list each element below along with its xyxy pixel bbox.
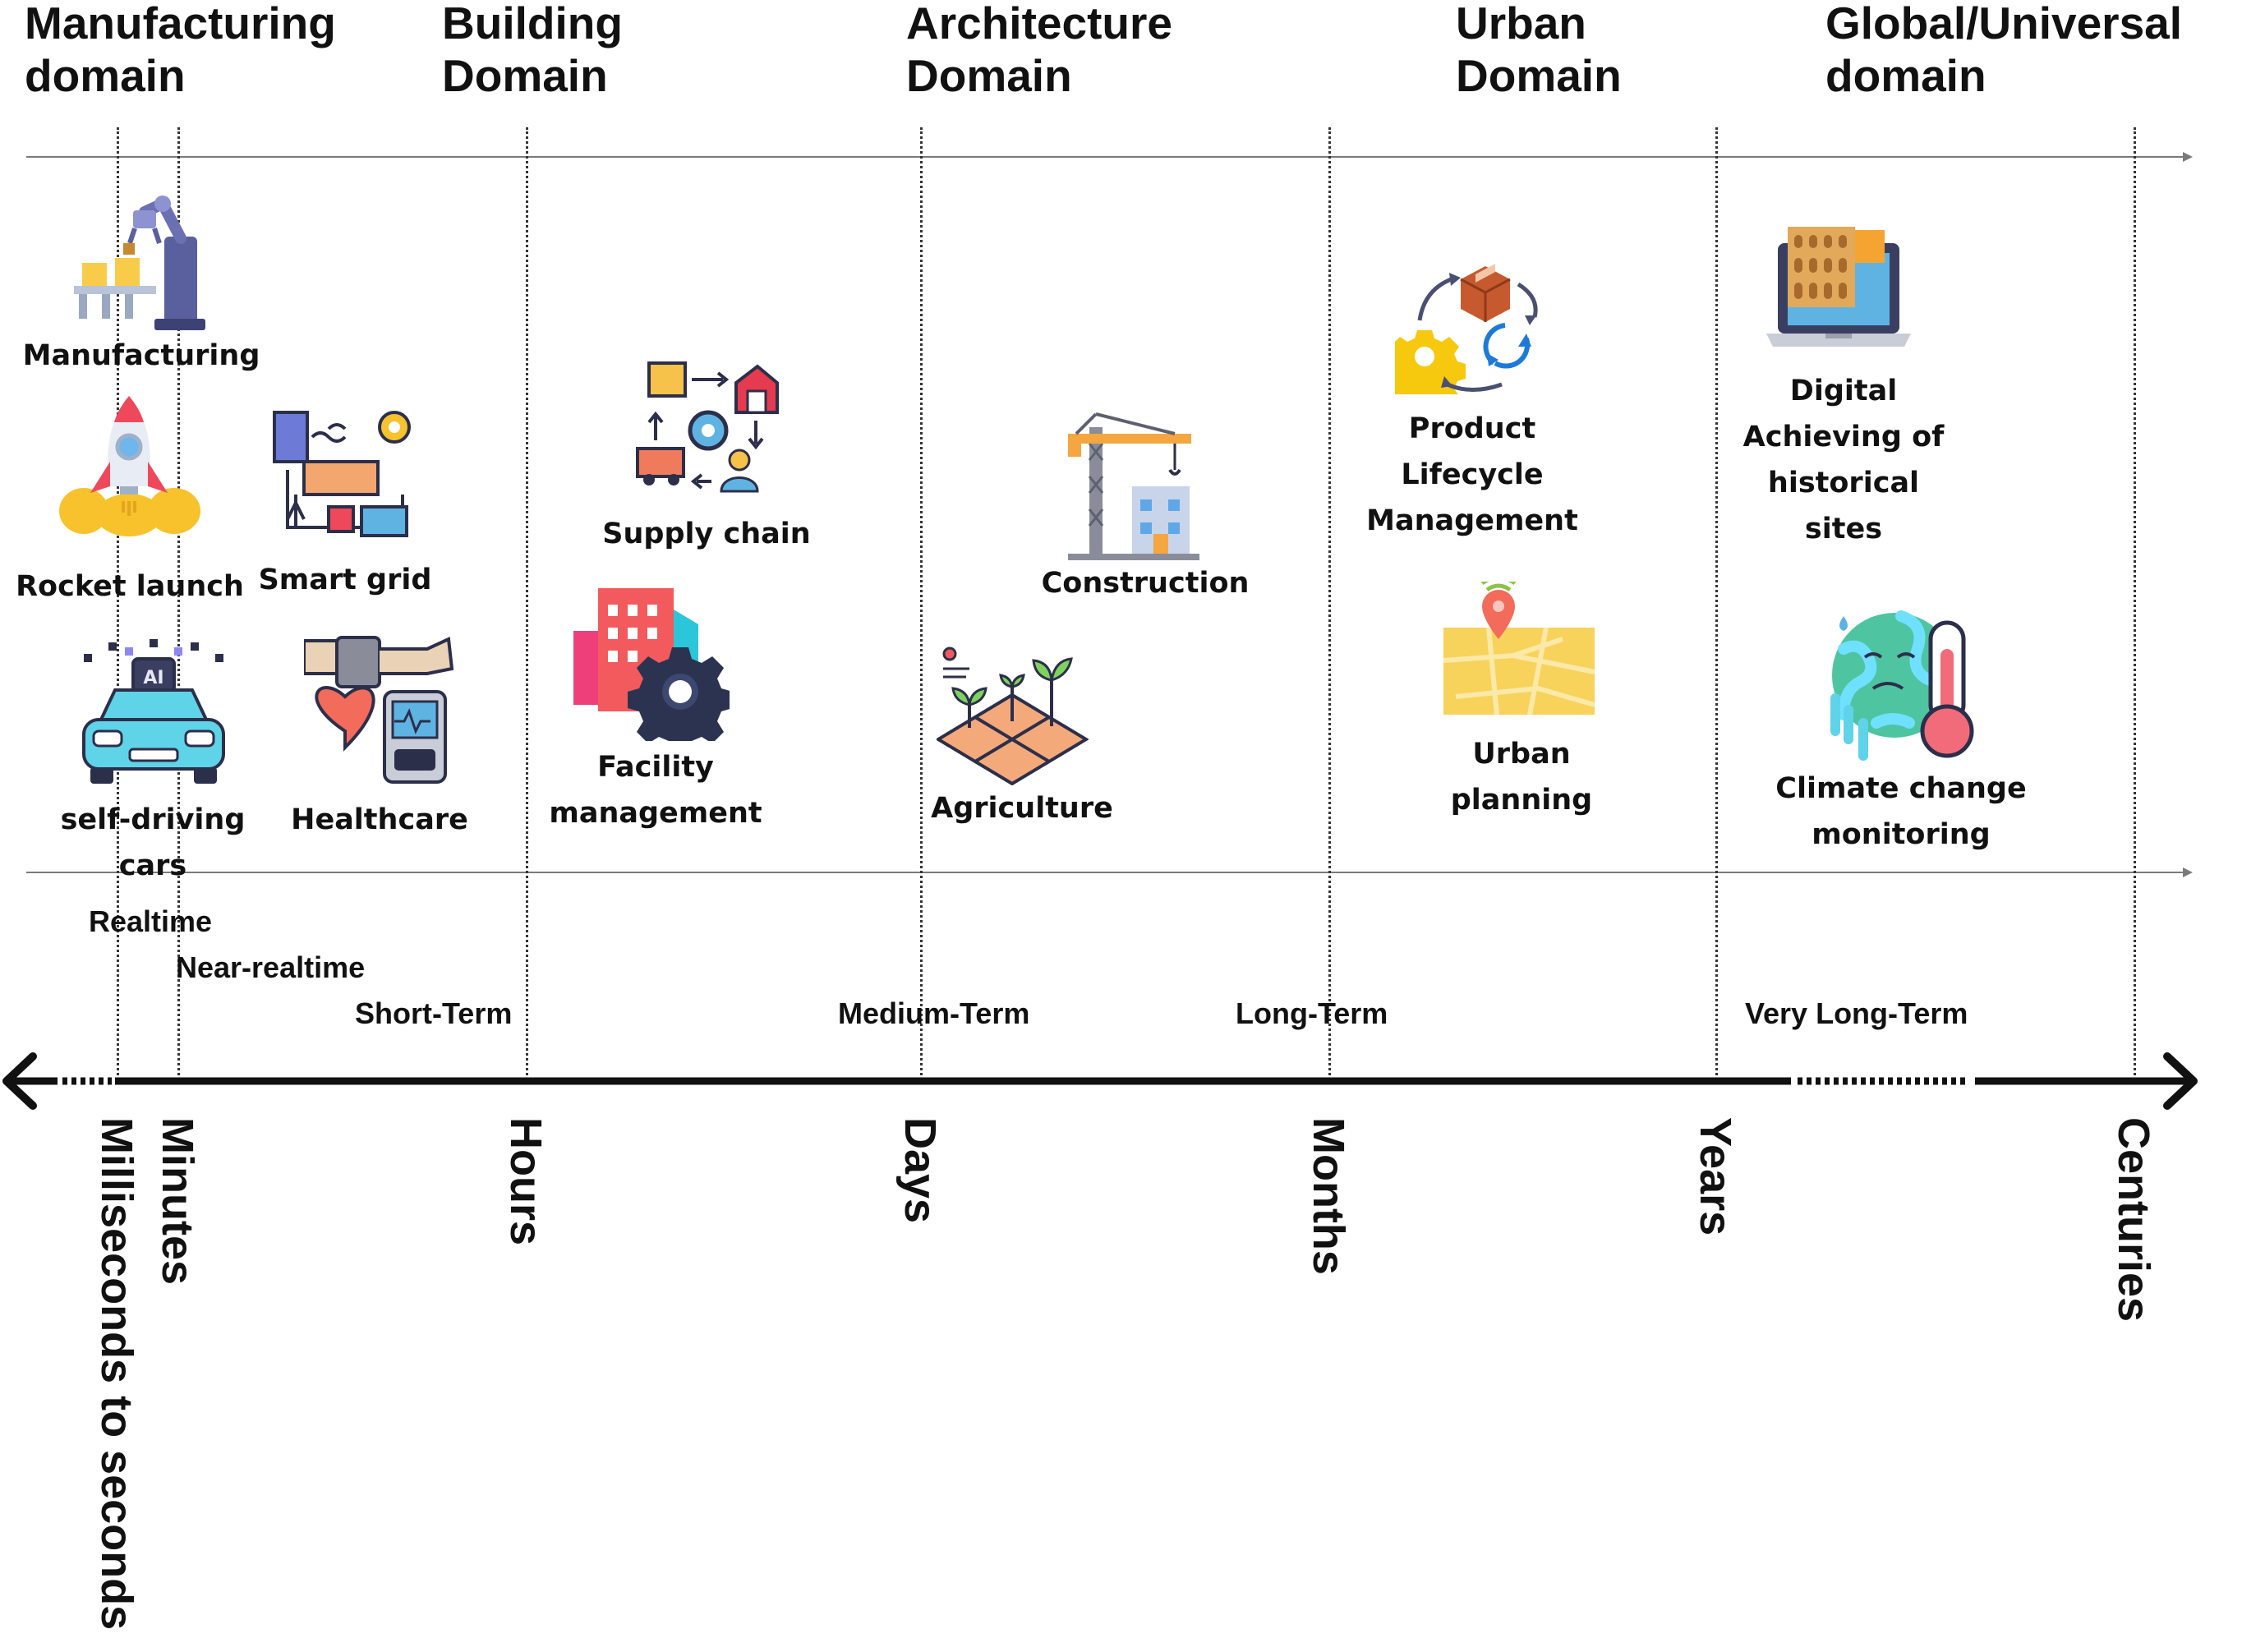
- bottom-guide-line: [26, 867, 2193, 877]
- self-driving-car-icon: AI: [82, 639, 225, 784]
- supply-chain-icon: [636, 361, 779, 493]
- product-lifecycle-icon: [1395, 264, 1538, 394]
- tick-line-days: [920, 127, 923, 1080]
- term-long-term: Long-Term: [1236, 996, 1388, 1030]
- term-very-long-term: Very Long-Term: [1745, 996, 1968, 1030]
- term-realtime: Realtime: [89, 904, 213, 938]
- tick-line-minutes: [177, 127, 180, 1080]
- urban-planning-map-icon: [1443, 582, 1595, 716]
- app-label-construction: Construction: [1041, 567, 1250, 600]
- axis-right-arrowhead: [2163, 1052, 2198, 1110]
- tick-label-centuries: Centuries: [2109, 1117, 2158, 1323]
- rocket-icon: [59, 396, 200, 536]
- tick-label-months: Months: [1304, 1117, 1353, 1275]
- agriculture-icon: [937, 647, 1089, 785]
- term-short-term: Short-Term: [355, 996, 513, 1030]
- app-label-smart-grid: Smart grid: [258, 564, 432, 596]
- tick-label-days: Days: [895, 1117, 945, 1224]
- app-label-supply-chain: Supply chain: [602, 518, 811, 550]
- app-label-manufacturing: Manufacturing: [22, 339, 260, 372]
- facility-management-icon: [573, 588, 730, 741]
- top-guide-line: [26, 152, 2193, 162]
- tick-line-hours: [526, 127, 528, 1080]
- robot-arm-icon: [74, 196, 205, 330]
- tick-line-milliseconds: [117, 127, 119, 1080]
- term-medium-term: Medium-Term: [838, 996, 1030, 1030]
- term-near-realtime: Near-realtime: [176, 950, 366, 984]
- climate-change-globe-icon: [1830, 610, 1974, 761]
- tick-label-minutes: Minutes: [153, 1117, 202, 1286]
- svg-text:AI: AI: [143, 668, 163, 688]
- tick-line-centuries: [2134, 127, 2136, 1080]
- tick-label-hours: Hours: [501, 1117, 550, 1246]
- axis-left-arrowhead: [2, 1052, 37, 1110]
- colosseum-laptop-icon: [1766, 227, 1911, 347]
- app-label-rocket-launch: Rocket launch: [16, 570, 244, 603]
- tick-label-milliseconds: Milliseconds to seconds: [92, 1117, 141, 1631]
- app-label-agriculture: Agriculture: [931, 792, 1113, 825]
- time-axis: [2, 1052, 2198, 1110]
- smart-grid-icon: [273, 411, 411, 537]
- construction-crane-icon: [1068, 412, 1199, 560]
- tick-line-months: [1328, 127, 1331, 1080]
- tick-line-years: [1715, 127, 1718, 1080]
- healthcare-icon: [304, 636, 454, 784]
- app-label-healthcare: Healthcare: [291, 803, 468, 836]
- tick-label-years: Years: [1691, 1117, 1740, 1236]
